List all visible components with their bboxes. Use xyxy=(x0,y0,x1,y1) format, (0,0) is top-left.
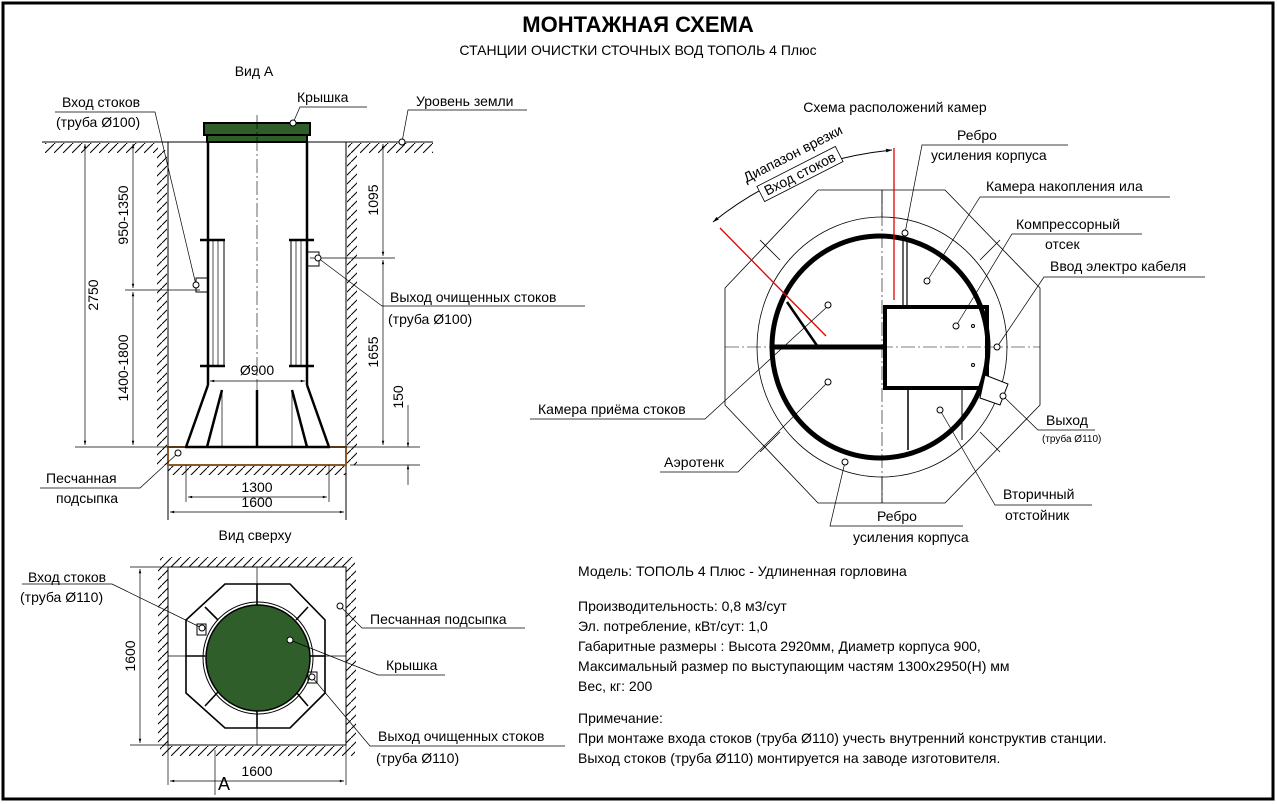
compressor-label: Компрессорный xyxy=(1016,216,1120,232)
receiving-chamber-label: Камера приёма стоков xyxy=(538,401,686,417)
dim-950-1350: 950-1350 xyxy=(115,185,131,244)
spec-line: Максимальный размер по выступающим частя… xyxy=(578,658,1010,674)
rib-left xyxy=(207,239,225,367)
dim-diameter: Ø900 xyxy=(240,362,274,378)
secondary-settler-label: Вторичный xyxy=(1003,486,1074,502)
top-dim-horizontal: 1600 xyxy=(241,763,272,779)
dim-2750: 2750 xyxy=(85,279,101,310)
spec-line: Габаритные размеры : Высота 2920мм, Диам… xyxy=(578,638,981,654)
ground-hatch-right xyxy=(348,143,433,153)
outlet-scheme-pipe-label: (труба Ø110) xyxy=(1042,433,1101,445)
top-view-label: Вид сверху xyxy=(219,527,292,543)
rib-right xyxy=(290,239,308,367)
dim-1655: 1655 xyxy=(365,336,381,367)
dim-1300: 1300 xyxy=(241,479,272,495)
top-inlet-pipe-label: (труба Ø110) xyxy=(20,589,103,605)
note-line: При монтаже входа стоков (труба Ø110) уч… xyxy=(578,730,1107,746)
sand-label-2: подсыпка xyxy=(56,490,118,506)
octagon-outline xyxy=(724,189,1041,504)
cable-entry-label: Ввод электро кабеля xyxy=(1050,258,1186,274)
dim-1095: 1095 xyxy=(365,184,381,215)
note-title: Примечание: xyxy=(578,710,663,726)
top-sand-label: Песчанная подсыпка xyxy=(370,611,507,627)
wall-hatch-right xyxy=(347,150,357,465)
sludge-chamber-label: Камера накопления ила xyxy=(986,178,1143,194)
section-mark: А xyxy=(218,774,230,794)
rib-top-label: Ребро xyxy=(957,127,997,143)
spec-line: Вес, кг: 200 xyxy=(578,678,652,694)
inlet-label: Вход стоков xyxy=(62,94,140,110)
dim-1600: 1600 xyxy=(241,494,272,510)
side-view-label: Вид А xyxy=(235,63,274,79)
dim-1400-1800: 1400-1800 xyxy=(115,334,131,401)
compressor-label-2: отсек xyxy=(1045,236,1081,252)
spec-line: Эл. потребление, кВт/сут: 1,0 xyxy=(578,618,768,634)
drawing-title: МОНТАЖНАЯ СХЕМА xyxy=(522,12,754,37)
top-outlet-label: Выход очищенных стоков xyxy=(378,728,544,744)
note-line: Выход стоков (труба Ø110) монтируется на… xyxy=(578,750,1000,766)
cut-range-arrow xyxy=(712,148,893,223)
wall-hatch-left xyxy=(157,150,167,465)
aerotank-label: Аэротенк xyxy=(664,454,725,470)
rib-bottom-label: Ребро xyxy=(877,508,917,524)
cut-range-line-left xyxy=(719,227,827,337)
outlet-pipe-top xyxy=(307,671,318,684)
ground-hatch-left xyxy=(45,143,158,153)
top-lid-label: Крышка xyxy=(386,657,438,673)
outlet-scheme-label: Выход xyxy=(1046,412,1088,428)
inlet-pipe-label: (труба Ø100) xyxy=(56,114,140,130)
spec-line: Производительность: 0,8 м3/сут xyxy=(578,598,787,614)
chamber-scheme: Схема расположений камер Диапазон врезки… xyxy=(530,99,1205,545)
side-view: Вид А xyxy=(40,63,585,520)
spec-model: Модель: ТОПОЛЬ 4 Плюс - Удлиненная горло… xyxy=(578,563,907,579)
rib-bottom-label-2: усиления корпуса xyxy=(853,529,969,545)
drawing-subtitle: СТАНЦИИ ОЧИСТКИ СТОЧНЫХ ВОД ТОПОЛЬ 4 Плю… xyxy=(459,42,816,58)
specifications: Модель: ТОПОЛЬ 4 Плюс - Удлиненная горло… xyxy=(578,563,1107,766)
outlet-pipe-label: (труба Ø100) xyxy=(388,311,472,327)
chamber-scheme-title: Схема расположений камер xyxy=(803,99,987,115)
secondary-settler-label-2: отстойник xyxy=(1005,507,1070,523)
dim-150: 150 xyxy=(390,385,406,409)
ground-level-label: Уровень земли xyxy=(416,93,513,109)
sand-bed xyxy=(167,446,347,466)
lid-label: Крышка xyxy=(297,89,349,105)
bottom-hatch xyxy=(168,466,346,475)
top-view: Вид сверху 1600 1600 А Вход стоков (труб… xyxy=(20,527,565,795)
lid-top xyxy=(205,604,311,712)
top-outlet-pipe-label: (труба Ø110) xyxy=(376,750,459,766)
top-dim-vertical: 1600 xyxy=(122,640,138,671)
top-inlet-label: Вход стоков xyxy=(28,569,106,585)
compressor-compartment xyxy=(883,305,989,390)
rib-top-label-2: усиления корпуса xyxy=(931,147,1047,163)
outlet-label: Выход очищенных стоков xyxy=(390,289,556,305)
octagon-frame xyxy=(185,583,326,729)
outlet-pipe-scheme xyxy=(979,374,1009,406)
sand-label: Песчанная xyxy=(46,470,117,486)
inlet-pipe-top xyxy=(196,623,207,636)
